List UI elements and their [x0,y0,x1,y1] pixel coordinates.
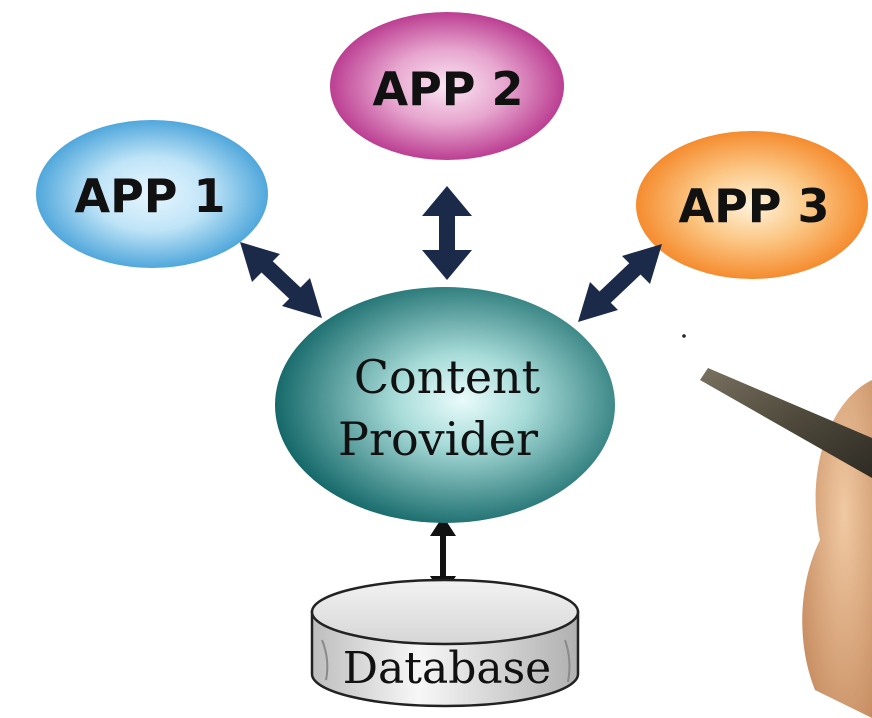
content-provider-label-line1: Content [354,350,541,404]
app3-node: APP 3 [636,131,868,279]
app3-label: APP 3 [678,179,829,233]
app1-node: APP 1 [36,120,268,268]
database-node: Database [310,578,580,708]
app1-label: APP 1 [74,169,225,223]
arrow-app3-content-provider [578,244,662,322]
pen-tip-dot [682,334,686,338]
app2-node: APP 2 [330,12,564,160]
pen-in-hand-illustration [682,334,872,718]
content-provider-label-line2: Provider [338,412,538,466]
pen-shape [700,368,872,478]
content-provider-node: Content Provider [275,287,615,523]
database-label: Database [343,643,551,694]
arrow-app1-content-provider [240,242,322,318]
app2-label: APP 2 [372,62,523,116]
arrow-app2-content-provider [422,186,472,280]
